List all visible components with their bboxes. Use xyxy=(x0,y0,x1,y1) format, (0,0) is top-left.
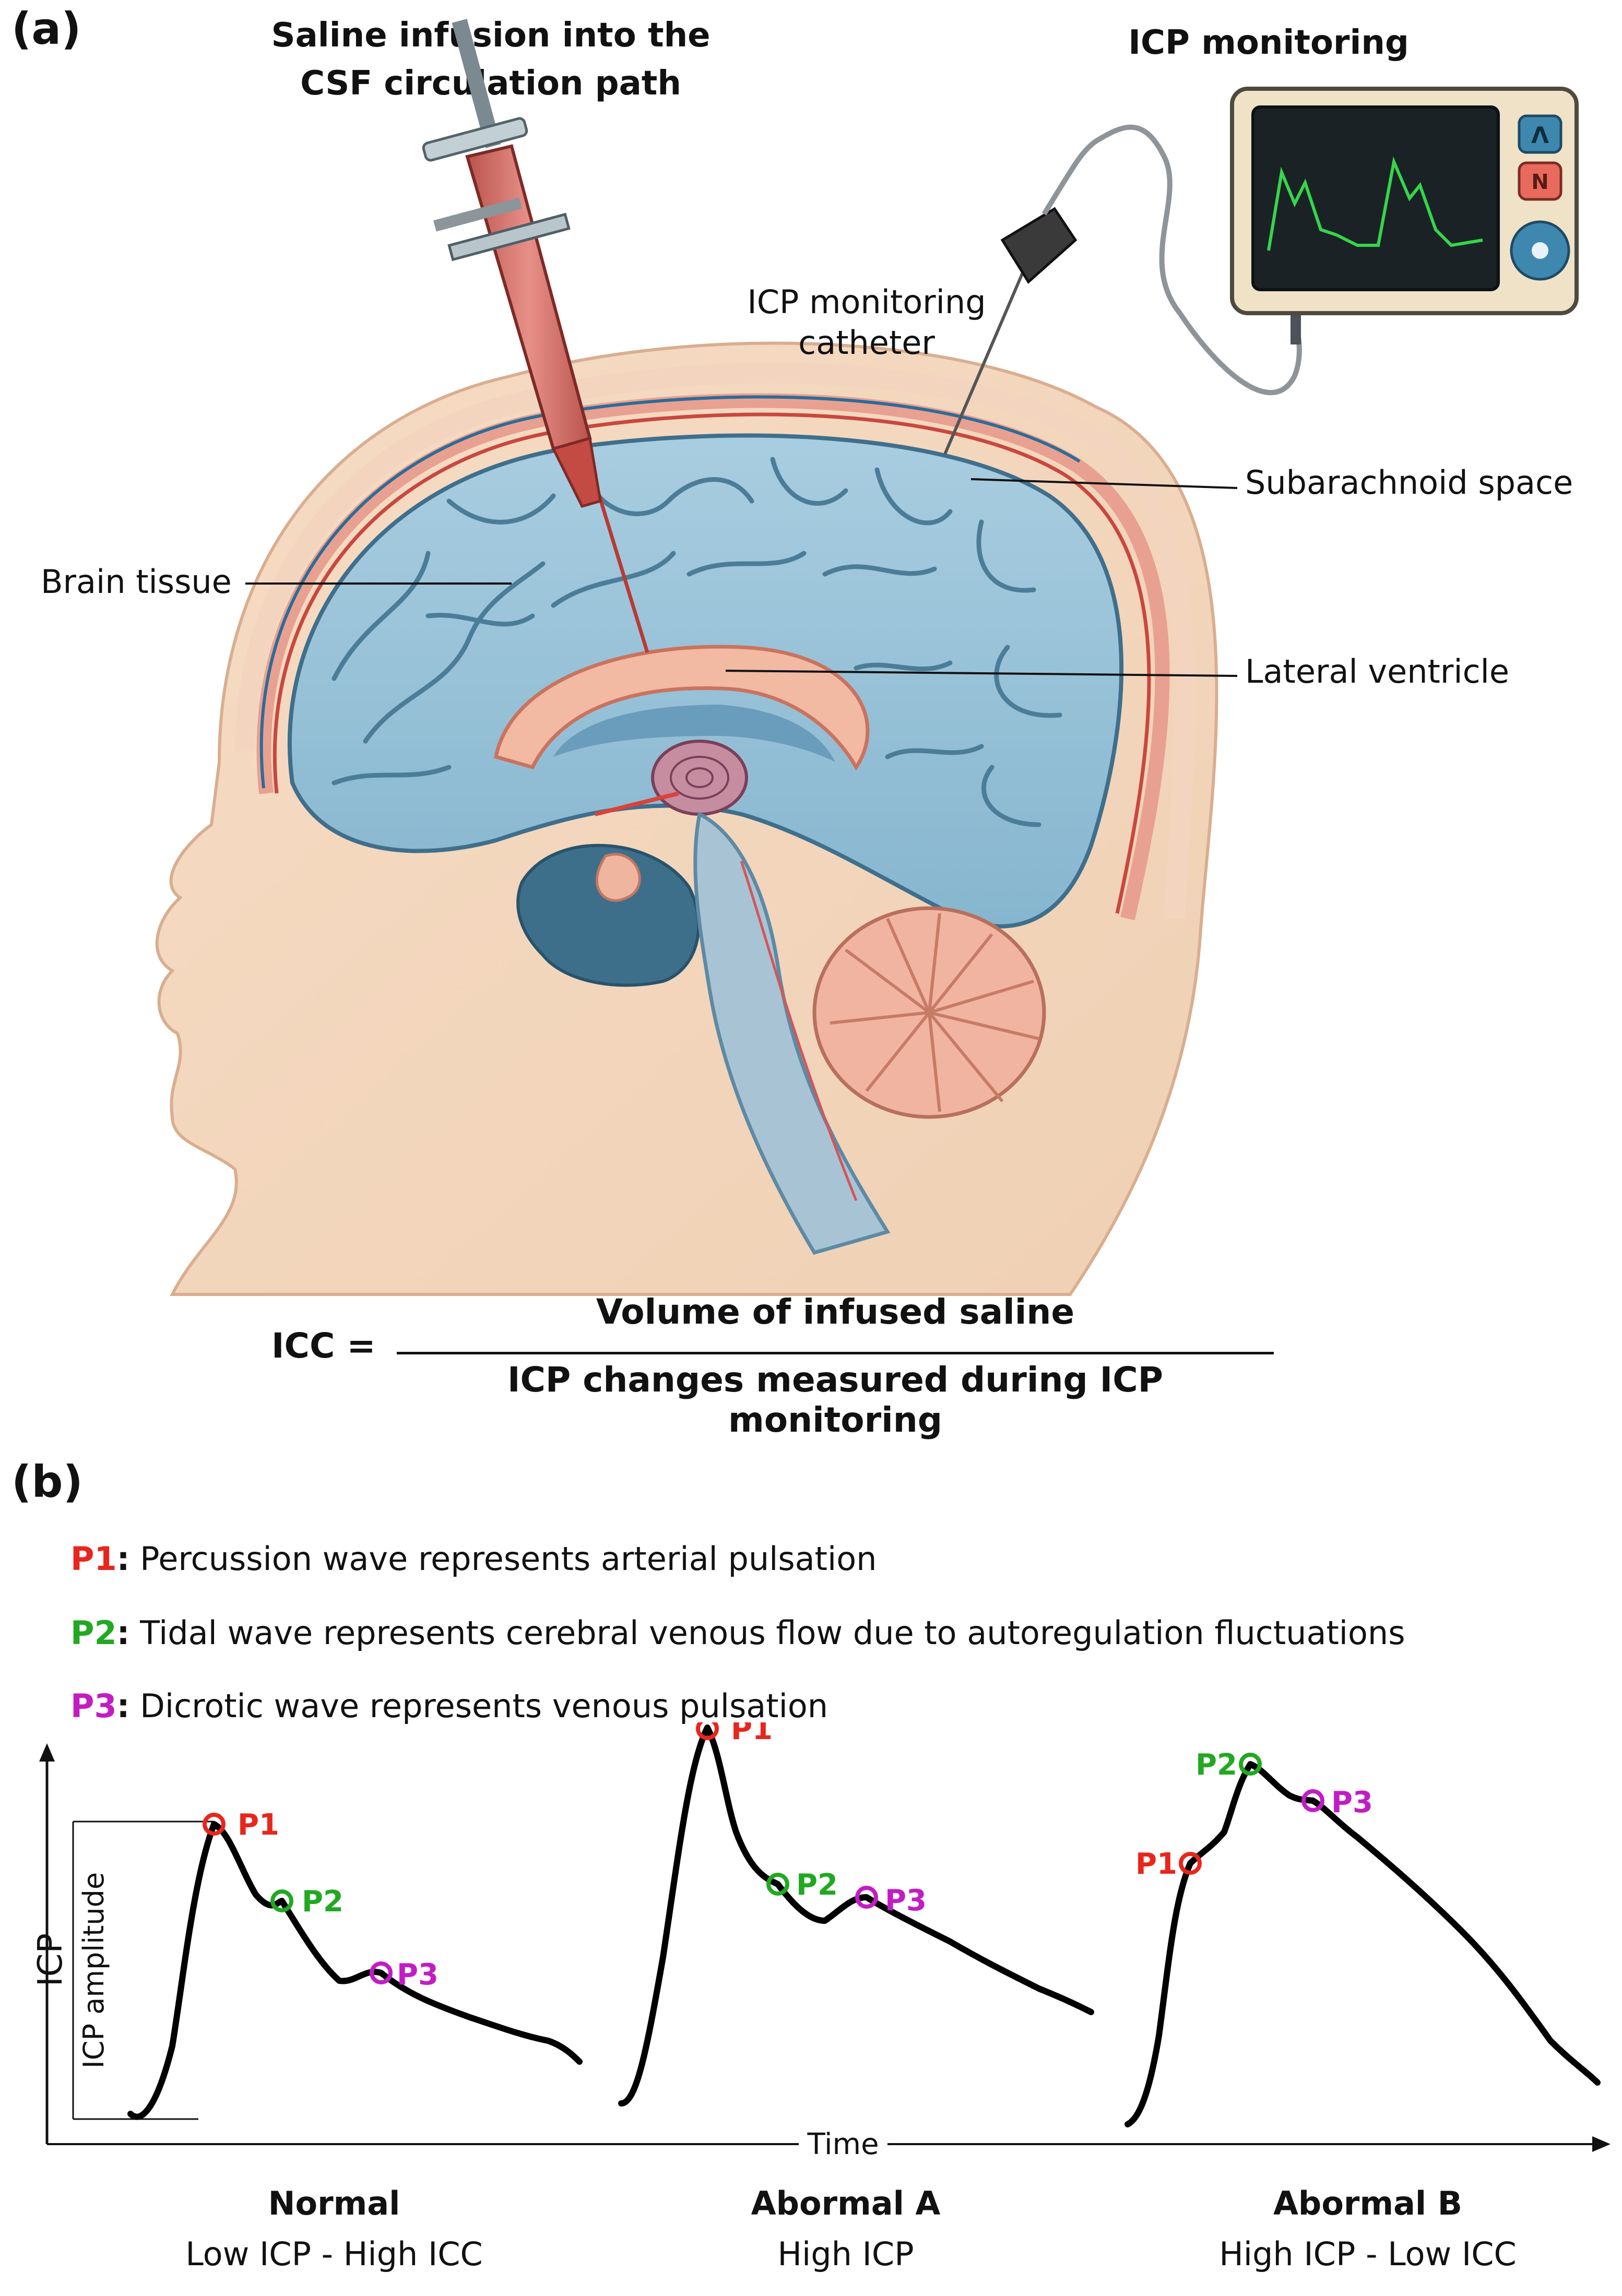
abnormal-b-p3-marker xyxy=(1301,1789,1324,1812)
wave-abnormal-a xyxy=(618,1724,1094,2107)
cerebellum xyxy=(812,906,1046,1119)
legend-p2: P2: Tidal wave represents cerebral venou… xyxy=(70,1614,1405,1652)
legend-p3-text: Dicrotic wave represents venous pulsatio… xyxy=(140,1687,828,1725)
formula-lhs: ICC = xyxy=(271,1326,376,1366)
abnormal-b-p1-label: P1 xyxy=(1135,1847,1177,1881)
brainstem xyxy=(693,811,891,1255)
abnormal-b-title: Abormal B xyxy=(1273,2184,1463,2222)
panel-a-label: (a) xyxy=(11,3,81,54)
legend-p1: P1: Percussion wave represents arterial … xyxy=(70,1540,877,1578)
normal-p2-label: P2 xyxy=(302,1885,344,1919)
legend-p2-text: Tidal wave represents cerebral venous fl… xyxy=(140,1614,1405,1652)
abnormal-a-title: Abormal A xyxy=(751,2184,941,2222)
lateral-ventricle xyxy=(493,645,870,771)
abnormal-a-p3-label: P3 xyxy=(885,1884,927,1918)
syringe-title-line2: CSF circulation path xyxy=(300,64,681,103)
abnormal-a-p2-marker xyxy=(766,1873,789,1896)
subarachnoid-label: Subarachnoid space xyxy=(1245,463,1573,502)
brain-illustration: Λ N xyxy=(155,19,1579,1296)
lateral-ventricle-label: Lateral ventricle xyxy=(1245,652,1510,691)
catheter-label: ICP monitoring catheter xyxy=(731,282,1002,363)
normal-p3-marker xyxy=(370,1961,393,1984)
abnormal-a-p3-marker xyxy=(855,1886,878,1909)
normal-p3-label: P3 xyxy=(397,1958,439,1992)
x-axis-arrow xyxy=(1592,2136,1611,2152)
waveform-plot: Time ICP ICP amplitude P1 P2 P3 P1 P2 P3… xyxy=(31,1722,1611,2161)
midbrain xyxy=(595,740,748,816)
saline-syringe xyxy=(422,19,649,653)
leader-lines xyxy=(245,478,1238,677)
catheter-label-line1: ICP monitoring xyxy=(747,283,986,321)
wave-abnormal-b xyxy=(1124,1761,1601,2127)
formula-numerator: Volume of infused saline xyxy=(596,1292,1075,1332)
temporal-lobe xyxy=(516,843,701,987)
abnormal-a-p1-label: P1 xyxy=(731,1722,773,1746)
brain-tissue-label: Brain tissue xyxy=(41,563,232,601)
syringe-title: Saline infusion into the CSF circulation… xyxy=(261,11,720,108)
legend-p3-key: P3 xyxy=(70,1687,117,1725)
normal-title: Normal xyxy=(268,2184,400,2222)
abnormal-b-p3-label: P3 xyxy=(1331,1786,1373,1819)
abnormal-b-p2-marker xyxy=(1239,1753,1262,1776)
normal-p2-marker xyxy=(270,1889,293,1912)
abnormal-b-p2-label: P2 xyxy=(1195,1748,1237,1782)
syringe-title-line1: Saline infusion into the xyxy=(271,16,711,55)
legend-p2-key: P2 xyxy=(70,1614,117,1652)
normal-p1-marker xyxy=(203,1813,226,1836)
x-axis-label: Time xyxy=(807,2127,879,2161)
legend-p1-sep: : xyxy=(116,1540,130,1578)
formula-fraction-bar xyxy=(397,1352,1274,1354)
legend-p1-key: P1 xyxy=(70,1540,117,1578)
y-axis-arrow xyxy=(39,1743,55,1762)
abnormal-b-subtitle: High ICP - Low ICC xyxy=(1219,2235,1517,2273)
legend-p3-sep: : xyxy=(116,1687,130,1725)
legend-p1-text: Percussion wave represents arterial puls… xyxy=(140,1540,877,1578)
panel-b-label: (b) xyxy=(11,1456,83,1507)
abnormal-a-subtitle: High ICP xyxy=(777,2235,914,2273)
formula-denominator: ICP changes measured during ICP monitori… xyxy=(507,1360,1164,1440)
abnormal-b-p1-marker xyxy=(1179,1852,1202,1875)
normal-p1-label: P1 xyxy=(238,1808,279,1842)
legend-p3: P3: Dicrotic wave represents venous puls… xyxy=(70,1687,828,1725)
icp-monitor-device: Λ N xyxy=(1230,87,1579,315)
icp-catheter xyxy=(943,124,1302,455)
normal-subtitle: Low ICP - High ICC xyxy=(185,2235,483,2273)
abnormal-a-p1-marker xyxy=(696,1722,719,1740)
catheter-label-line2: catheter xyxy=(798,324,935,362)
monitor-title: ICP monitoring xyxy=(1128,23,1409,62)
y-axis-label: ICP xyxy=(31,1933,70,1986)
abnormal-a-p2-label: P2 xyxy=(796,1868,838,1902)
monitor-button-n: N xyxy=(1531,170,1548,194)
legend-p2-sep: : xyxy=(116,1614,130,1652)
monitor-button-up: Λ xyxy=(1531,122,1549,149)
wave-normal xyxy=(127,1821,583,2120)
amplitude-label: ICP amplitude xyxy=(77,1872,110,2068)
